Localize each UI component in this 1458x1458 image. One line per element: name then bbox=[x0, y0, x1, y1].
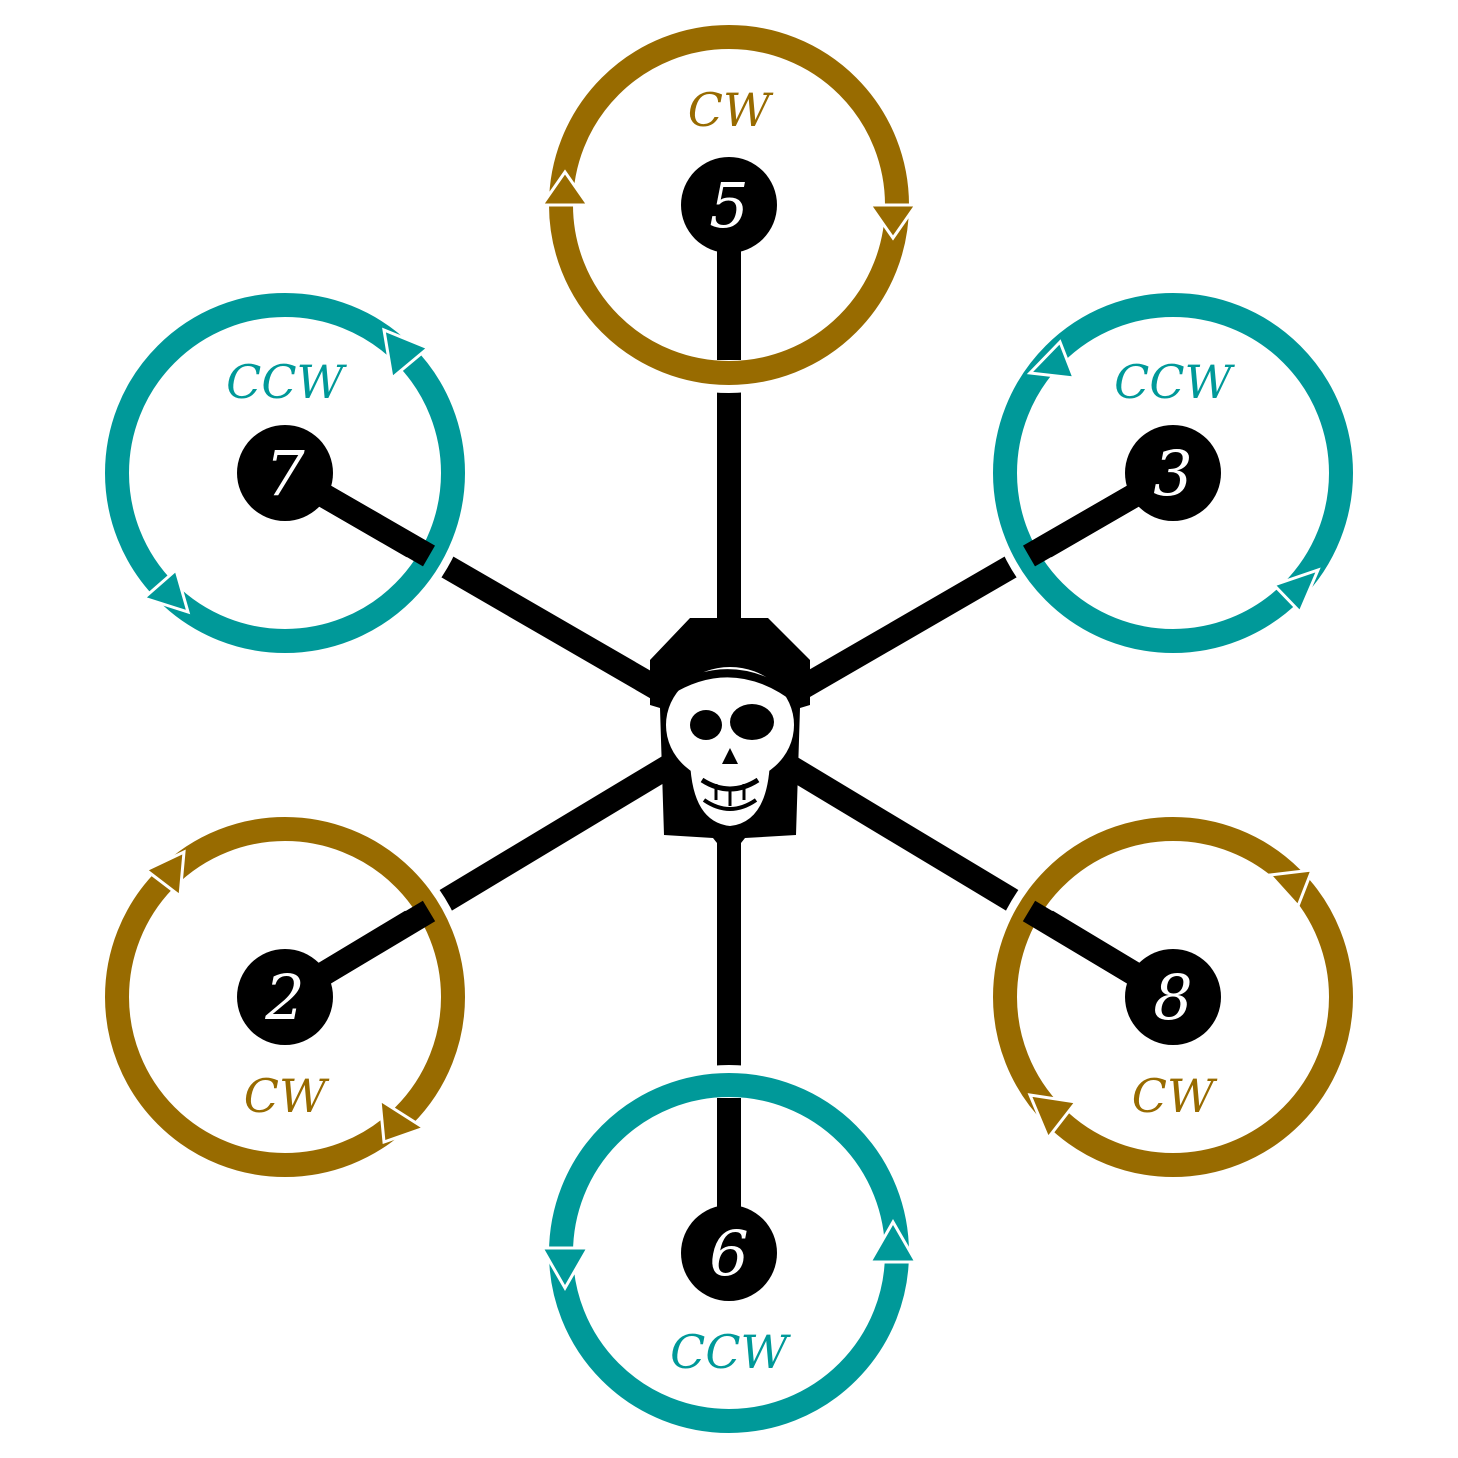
arrow-down-icon bbox=[539, 1246, 591, 1292]
rotation-ring-8 bbox=[993, 817, 1353, 1177]
direction-label-7: CCW bbox=[226, 355, 347, 409]
arrow-right-icon bbox=[143, 849, 186, 899]
direction-labels: CW CCW CW CCW CW CCW bbox=[226, 83, 1235, 1379]
arrow-up-icon bbox=[539, 169, 591, 207]
motor-hub-8 bbox=[1125, 949, 1221, 1045]
direction-label-2: CW bbox=[244, 1069, 330, 1123]
arrow-left-icon bbox=[141, 567, 191, 615]
motor-hubs: 5 3 8 6 2 7 bbox=[237, 157, 1221, 1301]
motor-hub-7 bbox=[237, 425, 333, 521]
rotation-ring-3 bbox=[993, 293, 1353, 653]
motor-hub-2 bbox=[237, 949, 333, 1045]
rotation-arrows bbox=[141, 169, 1321, 1292]
motor-number-6: 6 bbox=[709, 1217, 748, 1290]
motor-number-8: 8 bbox=[1153, 961, 1192, 1034]
arrow-left-icon bbox=[1026, 339, 1077, 380]
direction-label-5: CW bbox=[688, 83, 774, 137]
motor-number-5: 5 bbox=[709, 169, 748, 242]
rotation-ring-7 bbox=[105, 293, 465, 653]
arrow-up-icon bbox=[867, 1218, 919, 1264]
motor-number-2: 2 bbox=[264, 961, 304, 1034]
direction-label-6: CCW bbox=[670, 1325, 791, 1379]
flight-controller-body bbox=[650, 618, 810, 858]
arrow-right-icon bbox=[1266, 868, 1315, 909]
rotation-ring-2 bbox=[105, 817, 465, 1177]
motor-number-7: 7 bbox=[265, 437, 305, 510]
motor-hub-3 bbox=[1125, 425, 1221, 521]
pirate-skull-eyepatch-icon bbox=[665, 667, 803, 826]
arrow-left-icon bbox=[378, 1097, 428, 1145]
arrow-right-icon bbox=[1271, 567, 1321, 615]
arrow-down-icon bbox=[867, 203, 919, 241]
arrow-left-icon bbox=[1027, 1093, 1079, 1141]
rotation-rings bbox=[97, 17, 1361, 1441]
motor-number-3: 3 bbox=[1153, 437, 1192, 510]
arrow-up-icon bbox=[382, 327, 431, 381]
motor-hub-5 bbox=[681, 157, 777, 253]
direction-label-8: CW bbox=[1132, 1069, 1218, 1123]
motor-hub-6 bbox=[681, 1205, 777, 1301]
direction-label-3: CCW bbox=[1114, 355, 1235, 409]
